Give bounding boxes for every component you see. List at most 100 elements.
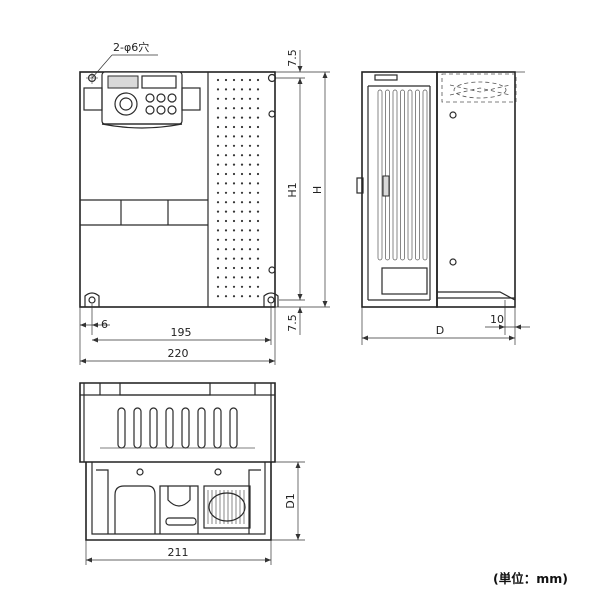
fan-grille <box>207 490 246 524</box>
vent-dot <box>224 78 228 82</box>
vent-dot <box>216 78 220 82</box>
vent-dot <box>248 276 252 279</box>
dim-6: 6 <box>101 318 108 331</box>
vent-dot <box>232 248 236 251</box>
vent-dot <box>240 135 244 138</box>
dim-d: D <box>436 324 444 337</box>
vent-dot <box>216 125 220 129</box>
vent-dot <box>232 182 236 185</box>
vent-dot <box>224 285 228 288</box>
vent-dot <box>224 135 228 138</box>
side-latch <box>382 175 390 197</box>
vent-dot <box>216 154 220 157</box>
vent-dot <box>232 238 236 241</box>
side-slot <box>400 89 405 261</box>
vent-dot <box>256 116 260 119</box>
vent-dot <box>224 144 228 147</box>
vent-dot <box>232 295 236 298</box>
vent-dot <box>248 107 252 110</box>
vent-dot <box>240 276 244 279</box>
vent-dot <box>240 144 244 147</box>
front-view <box>79 71 279 308</box>
vent-dot <box>216 229 220 232</box>
vent-grille <box>216 78 260 298</box>
vent-dot <box>216 285 220 288</box>
vent-dot <box>216 238 220 241</box>
vent-dot <box>240 229 244 232</box>
hole-note-label: 2-φ6穴 <box>113 40 149 54</box>
vent-dot <box>232 135 236 138</box>
side-slot <box>407 89 413 261</box>
vent-dot <box>248 257 252 260</box>
vent-dot <box>256 229 260 232</box>
bottom-screw-left <box>136 468 144 476</box>
side-connector <box>356 177 364 194</box>
bottom-slot <box>181 407 190 449</box>
vent-dot <box>224 191 228 194</box>
vent-dot <box>232 191 236 194</box>
vent-dot <box>248 201 252 204</box>
vent-dot <box>232 97 236 100</box>
operation-panel <box>83 71 201 129</box>
vent-dot <box>224 172 228 176</box>
vent-dot <box>232 276 236 279</box>
vent-dot <box>256 276 260 279</box>
vent-dot <box>248 229 252 232</box>
vent-dot <box>216 172 220 176</box>
vent-dot <box>256 125 260 129</box>
dim-7-5-bottom: 7.5 <box>286 314 299 332</box>
vent-dot <box>240 172 244 176</box>
vent-dot <box>240 191 244 194</box>
dim-211: 211 <box>168 546 189 559</box>
vent-dot <box>256 135 260 138</box>
vent-dot <box>256 107 260 110</box>
vent-dot <box>216 116 220 119</box>
vent-dot <box>248 182 252 185</box>
fan-cover-outline <box>441 73 517 103</box>
wiring-opening-center <box>159 485 199 534</box>
vent-dot <box>216 97 220 100</box>
vent-dot <box>240 257 244 260</box>
vent-dot <box>240 266 244 270</box>
vent-dot <box>216 257 220 260</box>
vent-dot <box>224 295 228 298</box>
bottom-slot <box>197 407 206 449</box>
vent-dot <box>224 229 228 232</box>
dim-7-5-top: 7.5 <box>286 49 299 67</box>
vent-dot <box>248 78 252 82</box>
vent-dot <box>248 154 252 157</box>
vent-dot <box>240 285 244 288</box>
vent-dot <box>232 229 236 232</box>
bottom-vent-slots <box>100 407 255 449</box>
vent-dot <box>248 144 252 147</box>
bottom-dimensions: D1 211 <box>85 461 305 565</box>
vent-dot <box>224 201 228 204</box>
vent-dot <box>224 88 228 91</box>
vent-dot <box>256 248 260 251</box>
vent-dot <box>240 125 244 129</box>
vent-dot <box>232 116 236 119</box>
front-dimensions: 2-φ6穴 7.5 H1 H 7.5 6 195 <box>79 40 330 365</box>
vent-dot <box>256 191 260 194</box>
vent-dot <box>232 88 236 91</box>
vent-dot <box>248 135 252 138</box>
dim-195: 195 <box>171 326 192 339</box>
vent-dot <box>256 219 260 223</box>
vent-dot <box>232 125 236 129</box>
vent-dot <box>240 201 244 204</box>
side-label-plate <box>381 267 428 295</box>
vent-dot <box>248 97 252 100</box>
vent-dot <box>224 266 228 270</box>
vent-dot <box>232 210 236 213</box>
vent-dot <box>232 107 236 110</box>
vent-dot <box>256 295 260 298</box>
vent-dot <box>256 172 260 176</box>
vent-dot <box>240 182 244 185</box>
vent-dot <box>224 163 228 166</box>
vent-dot <box>240 78 244 82</box>
vent-dot <box>240 238 244 241</box>
vent-dot <box>216 182 220 185</box>
vent-dot <box>256 210 260 213</box>
vent-dot <box>256 88 260 91</box>
dim-10: 10 <box>490 313 504 326</box>
